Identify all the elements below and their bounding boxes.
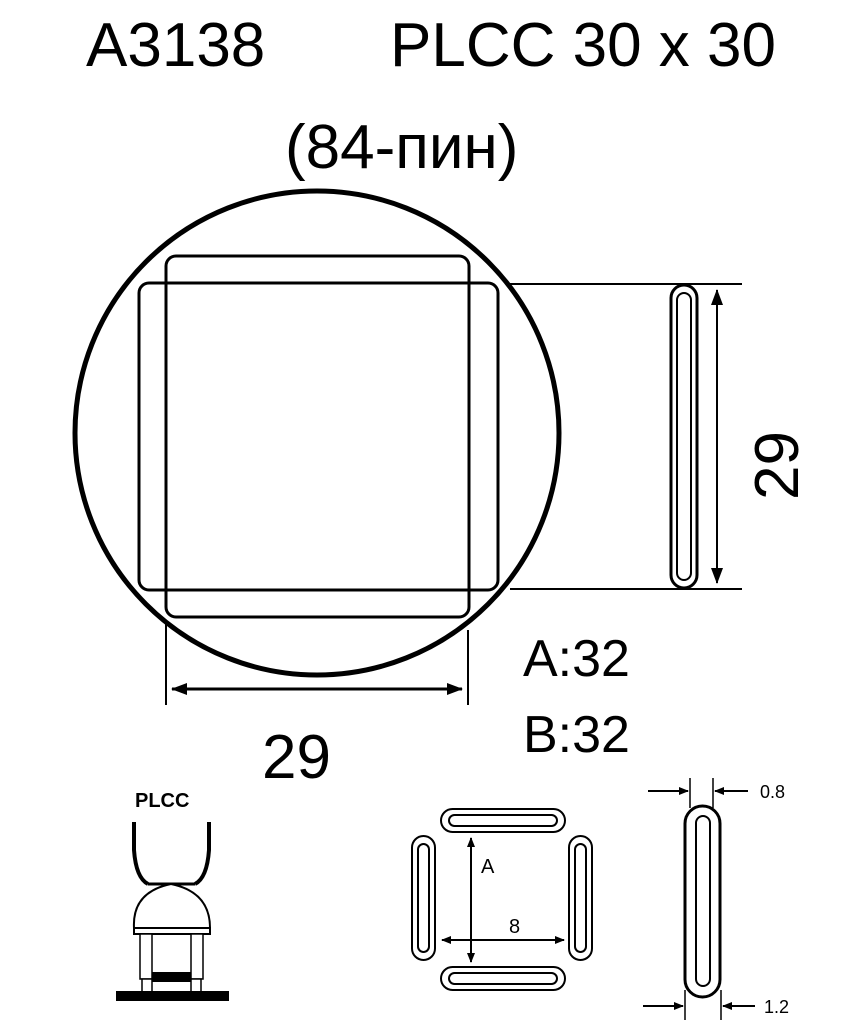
height-dimension: 29 <box>510 283 812 590</box>
width-dimension: 29 <box>165 620 469 792</box>
pin-count: (84-пин) <box>285 113 518 182</box>
slot-section-view: 0.8 1.2 <box>643 778 789 1020</box>
package-title: PLCC 30 x 30 <box>390 11 776 80</box>
nozzle-outline <box>72 188 562 678</box>
outer-width-label: 1.2 <box>764 997 789 1017</box>
slot-label-a: A <box>481 856 495 878</box>
model-number: A3138 <box>86 11 265 80</box>
dim-b: B:32 <box>523 706 630 764</box>
plcc-label: PLCC <box>135 790 189 812</box>
height-label: 29 <box>743 431 812 500</box>
dim-a: A:32 <box>523 630 630 688</box>
inner-width-label: 0.8 <box>760 782 785 802</box>
width-label: 29 <box>262 723 331 792</box>
plcc-nozzle-side-view: PLCC <box>116 790 229 1001</box>
slot-label-8: 8 <box>509 916 520 938</box>
slot-layout-view: A 8 <box>411 808 593 991</box>
